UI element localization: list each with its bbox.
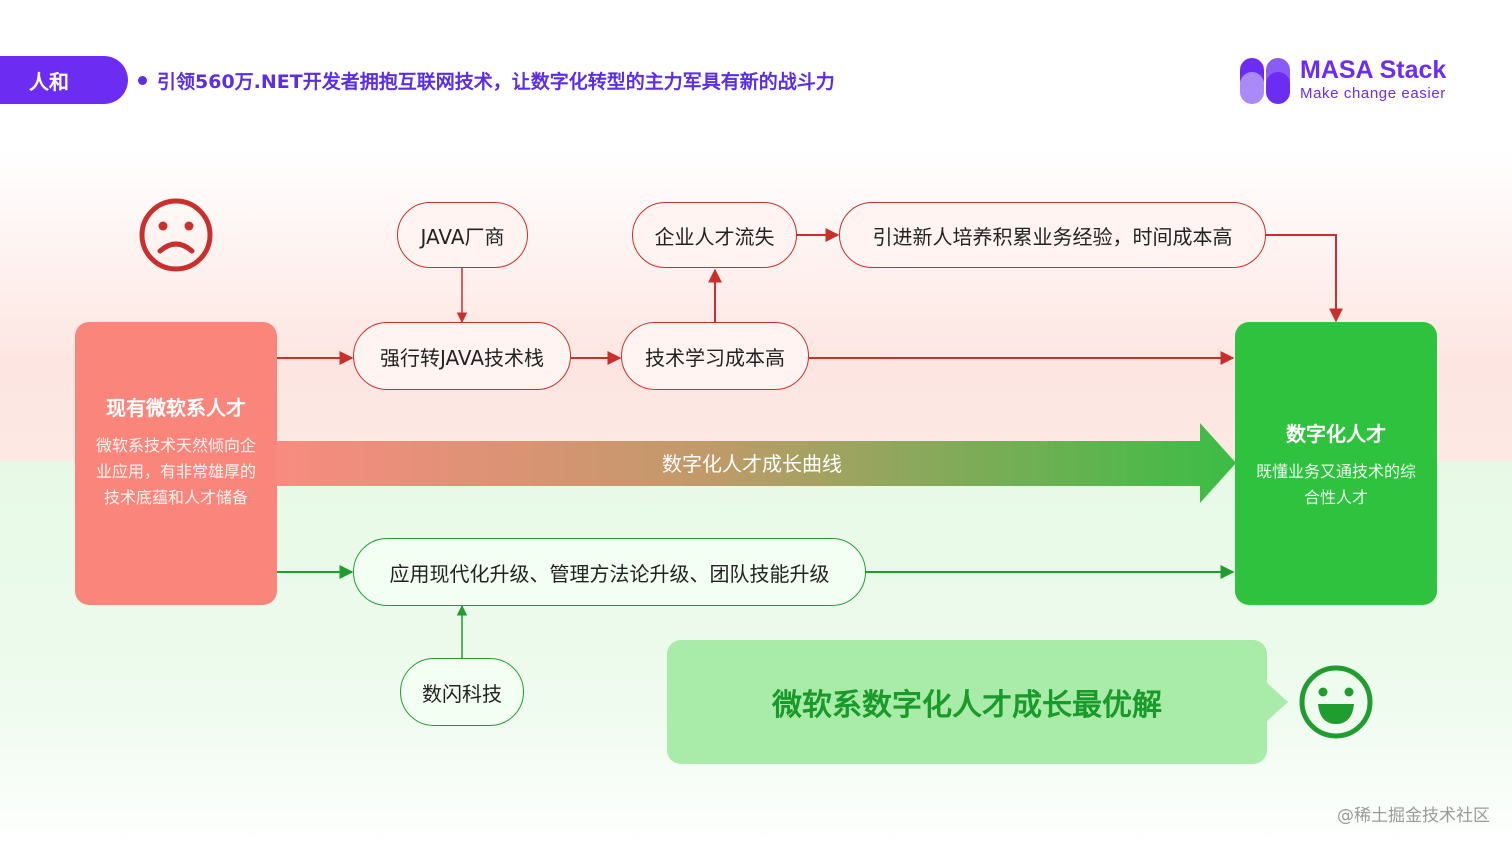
bullet-icon — [138, 75, 147, 85]
node-talent-loss: 企业人才流失 — [632, 202, 797, 268]
logo-tagline: Make change easier — [1300, 85, 1446, 102]
section-tag: 人和 — [0, 56, 128, 104]
masa-logo-icon — [1240, 58, 1290, 104]
arrow-newhire-to-right — [1266, 234, 1343, 323]
best-solution-callout: 微软系数字化人才成长最优解 — [667, 640, 1267, 764]
digital-talent-title: 数字化人才 — [1286, 422, 1386, 446]
growth-band-arrow — [277, 423, 1236, 503]
node-forced-switch: 强行转JAVA技术栈 — [353, 322, 571, 390]
node-modernization: 应用现代化升级、管理方法论升级、团队技能升级 — [353, 538, 866, 606]
callout-pointer — [1266, 682, 1288, 722]
section-tag-label: 人和 — [29, 69, 69, 94]
node-java-vendor: JAVA厂商 — [397, 202, 528, 268]
current-talent-box: 现有微软系人才 微软系技术天然倾向企业应用，有非常雄厚的技术底蕴和人才储备 — [75, 322, 277, 605]
logo-name: MASA Stack — [1300, 56, 1447, 84]
digital-talent-box: 数字化人才 既懂业务又通技术的综合性人才 — [1235, 322, 1437, 605]
current-talent-desc: 微软系技术天然倾向企业应用，有非常雄厚的技术底蕴和人才储备 — [95, 436, 256, 507]
current-talent-title: 现有微软系人才 — [106, 396, 246, 420]
headline: 引领560万.NET开发者拥抱互联网技术，让数字化转型的主力军具有新的战斗力 — [138, 62, 835, 98]
best-solution-text: 微软系数字化人才成长最优解 — [772, 688, 1162, 723]
headline-text: 引领560万.NET开发者拥抱互联网技术，让数字化转型的主力军具有新的战斗力 — [157, 70, 835, 93]
node-shushan-tech: 数闪科技 — [400, 658, 524, 726]
sad-face-icon — [139, 198, 213, 272]
digital-talent-desc: 既懂业务又通技术的综合性人才 — [1255, 462, 1416, 507]
growth-curve-label: 数字化人才成长曲线 — [662, 452, 842, 476]
watermark: @稀土掘金技术社区 — [1337, 806, 1490, 826]
node-learning-cost: 技术学习成本高 — [621, 322, 809, 390]
happy-face-icon — [1299, 665, 1373, 739]
node-new-hire-cost: 引进新人培养积累业务经验，时间成本高 — [839, 202, 1266, 268]
masa-logo: MASA Stack Make change easier — [1238, 54, 1468, 108]
